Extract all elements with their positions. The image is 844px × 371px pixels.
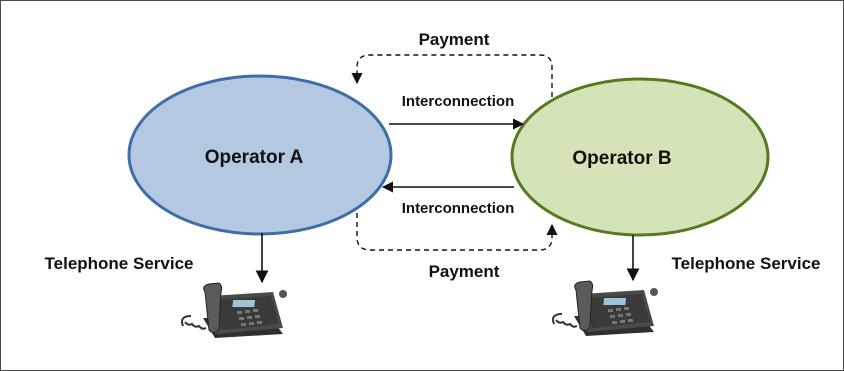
telephone-service-right-label: Telephone Service bbox=[672, 254, 821, 273]
interconnection-top-label: Interconnection bbox=[402, 93, 515, 110]
operator-a-label: Operator A bbox=[205, 147, 304, 168]
operator-b-label: Operator B bbox=[572, 148, 671, 169]
operator-a-node bbox=[127, 74, 393, 236]
telephone-icon bbox=[552, 280, 658, 336]
operator-b-node bbox=[510, 77, 770, 237]
payment-top-arrow bbox=[351, 54, 553, 97]
interconnection-bottom-label: Interconnection bbox=[402, 200, 515, 217]
payment-bottom-label: Payment bbox=[429, 262, 500, 281]
payment-bottom-arrow bbox=[356, 213, 558, 251]
payment-top-label: Payment bbox=[419, 30, 490, 49]
telephone-icon bbox=[181, 282, 287, 338]
telephone-service-left-label: Telephone Service bbox=[45, 254, 194, 273]
